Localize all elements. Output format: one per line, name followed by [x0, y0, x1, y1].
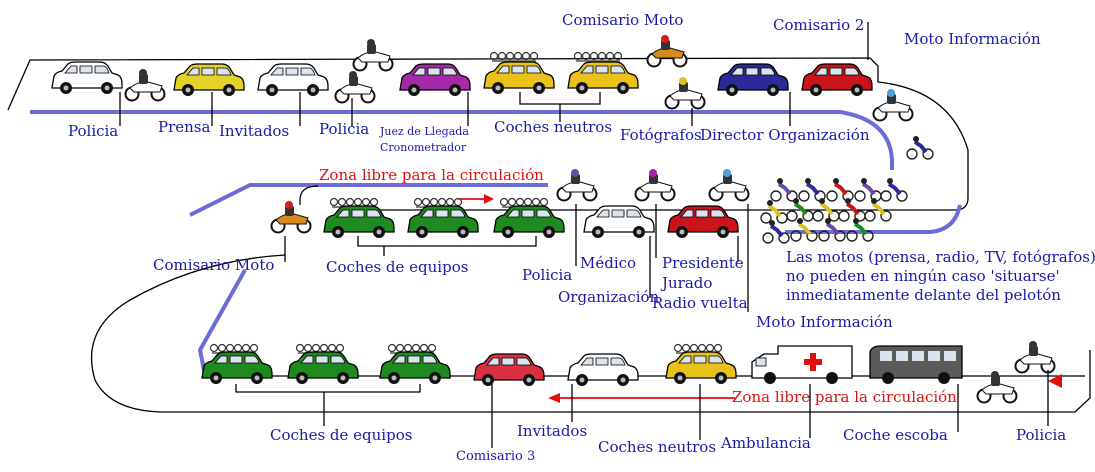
label-medico: Médico — [580, 254, 637, 272]
broom-wagon — [869, 345, 963, 384]
label-invitados-1: Invitados — [219, 122, 290, 140]
police-moto-1 — [124, 68, 166, 102]
label-comisario-moto-1: Comisario Moto — [562, 11, 684, 29]
police-moto-2b — [334, 70, 376, 104]
label-invitados-2: Invitados — [517, 422, 588, 440]
neutral-car-3 — [665, 351, 737, 385]
police-moto-4a — [1014, 340, 1056, 374]
director-car — [717, 63, 789, 97]
commissaire-3-car — [473, 353, 545, 387]
label-coches-neutros-1: Coches neutros — [494, 118, 613, 136]
police-car-1 — [51, 61, 123, 95]
label-prensa: Prensa — [158, 118, 211, 136]
bike-rack-neutral-2 — [573, 51, 623, 62]
peloton-rule-note: Las motos (prensa, radio, TV, fotógrafos… — [786, 248, 1095, 305]
red-arrow-left — [1048, 374, 1062, 388]
ambulance — [751, 345, 853, 384]
commissaire-2-car — [801, 63, 873, 97]
label-policia-2: Policia — [319, 120, 370, 138]
label-presidente: Presidente — [662, 254, 744, 272]
label-policia-1: Policia — [68, 122, 119, 140]
judge-car — [399, 63, 471, 97]
commissaire-moto-1 — [646, 34, 688, 68]
label-ambulancia: Ambulancia — [721, 434, 811, 452]
label-comisario-3: Comisario 3 — [456, 449, 536, 464]
label-comisario-2: Comisario 2 — [773, 16, 865, 34]
press-car — [173, 63, 245, 97]
label-moto-informacion-1: Moto Información — [904, 30, 1041, 48]
road-lane-3 — [785, 204, 962, 234]
label-comisario-moto-2: Comisario Moto — [153, 256, 275, 274]
note-line-3: inmediatamente delante del pelotón — [786, 286, 1061, 304]
breakaway-rider — [905, 134, 935, 161]
label-policia-3: Policia — [522, 266, 573, 284]
road-lane-1 — [30, 110, 894, 170]
label-cronometrador: Cronometrador — [380, 141, 467, 154]
label-policia-4: Policia — [1016, 426, 1067, 444]
info-moto-1 — [872, 88, 914, 122]
team-car-4 — [201, 351, 273, 385]
label-zona-libre-1: Zona libre para la circulación — [319, 166, 544, 184]
police-moto-3 — [556, 168, 598, 202]
team-car-2 — [407, 205, 479, 239]
road-lane-2 — [189, 183, 548, 217]
label-fotografos: Fotógrafos — [620, 126, 702, 144]
label-organizacion: Organización — [558, 288, 660, 306]
doctor-car — [583, 205, 655, 239]
team-car-5 — [287, 351, 359, 385]
team-car-6 — [379, 351, 451, 385]
label-coche-escoba: Coche escoba — [843, 426, 948, 444]
label-coches-neutros-2: Coches neutros — [598, 438, 717, 456]
road-outer-mid — [299, 185, 319, 205]
label-jurado: Jurado — [662, 274, 713, 292]
commissaire-moto-2 — [270, 200, 312, 234]
photographer-moto — [664, 76, 706, 110]
note-line-2: no pueden en ningún caso 'situarse' — [786, 267, 1060, 285]
road-left-loop — [91, 254, 1091, 413]
neutral-car-1 — [483, 61, 555, 95]
label-director-organizacion: Director Organización — [700, 126, 870, 144]
team-car-1 — [323, 205, 395, 239]
jury-moto — [634, 168, 676, 202]
label-moto-informacion-2: Moto Información — [756, 313, 893, 331]
team-car-3 — [493, 205, 565, 239]
president-car — [667, 205, 739, 239]
road-outer-top — [7, 57, 969, 211]
label-juez-llegada: Juez de Llegada — [380, 125, 469, 138]
label-radio-vuelta: Radio vuelta — [652, 294, 748, 312]
guest-car-2 — [567, 353, 639, 387]
police-moto-2a — [352, 38, 394, 72]
note-line-1: Las motos (prensa, radio, TV, fotógrafos… — [786, 248, 1095, 266]
info-moto-2 — [708, 168, 750, 202]
label-coches-equipos-1: Coches de equipos — [326, 258, 469, 276]
label-coches-equipos-2: Coches de equipos — [270, 426, 413, 444]
guest-car-1 — [257, 63, 329, 97]
neutral-car-2 — [567, 61, 639, 95]
bike-rack-neutral-1 — [489, 51, 539, 62]
label-zona-libre-2: Zona libre para la circulación — [732, 388, 957, 406]
